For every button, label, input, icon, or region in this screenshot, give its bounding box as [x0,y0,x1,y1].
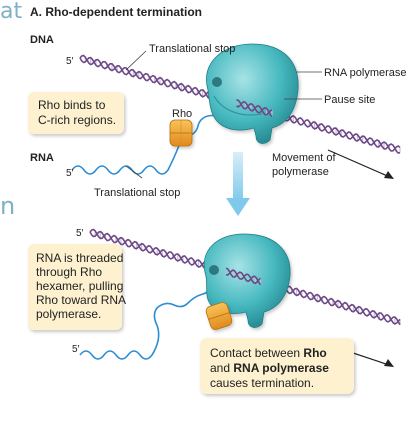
movement-label-line2: polymerase [272,166,329,178]
movement-arrowhead-top [384,171,394,179]
translational-stop-label-bottom: Translational stop [94,187,180,199]
dna-backbone [226,269,262,285]
cutoff-text-top: at [0,0,22,24]
rna-five-prime-bottom: 5′ [72,344,80,355]
dna-helix-through-polymerase-top [236,99,273,118]
rho-hexamer-bottom [205,302,233,330]
callout-threaded-line1: RNA is threaded [36,251,123,265]
diagram-title: A. Rho-dependent termination [30,5,202,19]
callout-threaded-line2: through Rho [36,265,102,279]
movement-arrow-top [327,149,393,179]
rna-five-prime-top: 5′ [66,168,74,179]
dna-backbone [225,267,262,286]
rna-strand-bottom [79,278,227,360]
callout-threaded-line3: hexamer, pulling [36,279,123,293]
callout-contact [200,338,354,394]
dna-label: DNA [30,34,54,46]
callout-contact-line2: and RNA polymerase [210,361,329,375]
rho-hexamer-top [169,119,193,147]
callout-contact-line1: Contact between Rho [210,346,327,360]
dna-five-prime-bottom: 5′ [76,228,84,239]
callout-contact-line2-pre: and [210,361,233,375]
callout-rho-binds-line1: Rho binds to [38,98,106,112]
rna-label: RNA [30,152,54,164]
rho-label: Rho [172,108,192,120]
bottom-panel: 5′ 5′ RNA is threaded through Rho hexame… [28,228,401,394]
dna-backbone [236,99,273,118]
callout-contact-line1-bold: Rho [303,346,326,360]
dna-backbone [236,100,273,116]
callout-rho-binds [28,92,124,134]
callout-rho-binds-line2: C-rich regions. [38,113,116,127]
movement-arrowhead-bottom [384,359,394,367]
dna-helix-through-polymerase-bottom [225,267,262,286]
callout-contact-line3: causes termination. [210,376,314,390]
transition-arrow [226,152,250,216]
translational-stop-label-top: Translational stop [149,43,235,55]
cutoff-text-bottom: n [0,192,15,220]
pause-site-label: Pause site [324,94,375,106]
rna-polymerase-label: RNA polymerase [324,67,407,79]
rna-polymerase-top [206,43,299,144]
dna-five-prime-top: 5′ [66,56,74,67]
movement-label-line1: Movement of [272,152,337,164]
callout-threaded-line4: Rho toward RNA [36,293,126,307]
top-panel: DNA 5′ Translational stop RNA polymerase… [28,34,407,199]
callout-rna-threaded [28,244,122,330]
leader-translational-stop-bottom [125,165,143,179]
callout-contact-line2-bold: RNA polymerase [233,361,329,375]
callout-contact-line1-pre: Contact between [210,346,303,360]
callout-threaded-line5: polymerase. [36,307,101,321]
leader-translational-stop-top [125,50,147,71]
